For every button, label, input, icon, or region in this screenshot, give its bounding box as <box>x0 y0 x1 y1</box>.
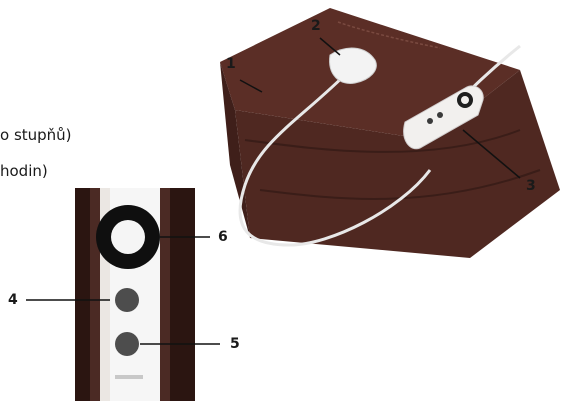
callout-6: 6 <box>218 229 228 245</box>
callout-4: 4 <box>8 292 18 308</box>
detail-inset <box>75 188 195 401</box>
callout-1: 1 <box>226 56 236 72</box>
callout-3: 3 <box>526 178 536 194</box>
callout-2: 2 <box>311 18 321 34</box>
callout-5: 5 <box>230 336 240 352</box>
